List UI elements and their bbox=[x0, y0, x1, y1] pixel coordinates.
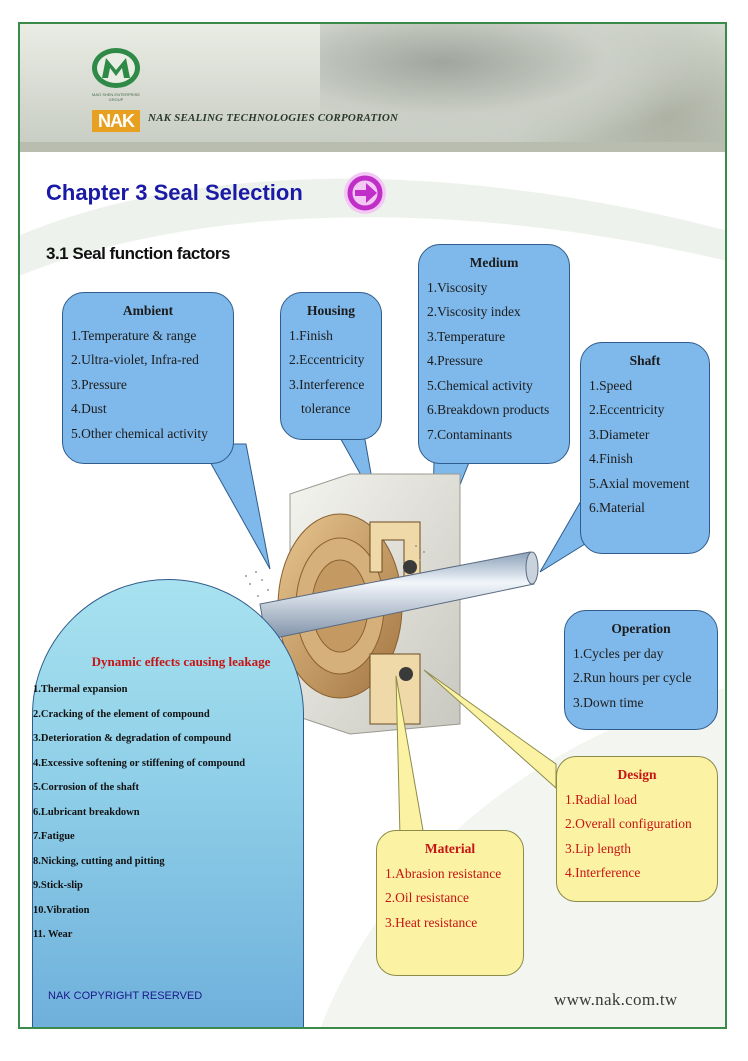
banner-stripe bbox=[20, 142, 725, 152]
operation-title: Operation bbox=[611, 621, 671, 636]
nak-logo: NAK bbox=[92, 110, 140, 132]
housing-title: Housing bbox=[306, 303, 356, 318]
design-title: Design bbox=[617, 767, 657, 782]
list-item: 1.Viscosity bbox=[427, 279, 488, 295]
design-pointer bbox=[423, 669, 557, 790]
list-item: 3.Pressure bbox=[71, 376, 127, 392]
list-item: 6.Breakdown products bbox=[427, 402, 550, 417]
shaft-pointer bbox=[539, 492, 586, 573]
list-item: 1.Radial load bbox=[565, 791, 637, 807]
list-item: 1.Abrasion resistance bbox=[385, 865, 502, 881]
dynamic-effects-title: Dynamic effects causing leakage bbox=[91, 654, 271, 669]
list-item: 9.Stick-slip bbox=[33, 880, 83, 891]
list-item: 5.Chemical activity bbox=[427, 377, 533, 393]
list-item: 2.Ultra-violet, Infra-red bbox=[71, 352, 199, 367]
list-item: 4.Dust bbox=[71, 401, 107, 416]
list-item: 3.Heat resistance bbox=[385, 914, 478, 930]
list-item: 1.Finish bbox=[289, 327, 333, 343]
copyright-notice: NAK COPYRIGHT RESERVED bbox=[48, 990, 203, 1002]
list-item: 11. Wear bbox=[33, 929, 73, 940]
ambient-box: Ambient 1.Temperature & range 2.Ultra-vi… bbox=[62, 292, 234, 464]
medium-box: Medium 1.Viscosity 2.Viscosity index 3.T… bbox=[418, 244, 570, 464]
list-item: 5.Corrosion of the shaft bbox=[33, 782, 139, 793]
design-box: Design 1.Radial load 2.Overall configura… bbox=[556, 756, 718, 902]
list-item: 2.Eccentricity bbox=[289, 352, 365, 367]
list-item: 2.Oil resistance bbox=[385, 890, 469, 905]
list-item: 8.Nicking, cutting and pitting bbox=[33, 855, 165, 867]
list-item: 7.Contaminants bbox=[427, 426, 513, 442]
list-item: 2.Run hours per cycle bbox=[573, 670, 692, 685]
list-item: 7.Fatigue bbox=[33, 831, 75, 842]
list-item: 1.Speed bbox=[589, 377, 633, 393]
shaft-box: Shaft 1.Speed 2.Eccentricity 3.Diameter … bbox=[580, 342, 710, 554]
website-url[interactable]: www.nak.com.tw bbox=[554, 990, 678, 1009]
list-item: 5.Axial movement bbox=[589, 475, 690, 491]
list-item: 1.Temperature & range bbox=[71, 327, 197, 343]
list-item: 6.Lubricant breakdown bbox=[33, 806, 140, 818]
list-item: 2.Overall configuration bbox=[565, 816, 692, 831]
list-item: tolerance bbox=[301, 401, 351, 416]
material-box: Material 1.Abrasion resistance 2.Oil res… bbox=[376, 830, 524, 976]
header-banner: MAO SHEN ENTERPRISE GROUP NAK NAK SEALIN… bbox=[20, 24, 725, 152]
page-frame: MAO SHEN ENTERPRISE GROUP NAK NAK SEALIN… bbox=[18, 22, 727, 1029]
list-item: 4.Interference bbox=[565, 865, 641, 880]
operation-box: Operation 1.Cycles per day 2.Run hours p… bbox=[564, 610, 718, 730]
list-item: 4.Finish bbox=[589, 451, 633, 466]
banner-photo bbox=[320, 24, 725, 152]
list-item: 2.Viscosity index bbox=[427, 304, 521, 319]
list-item: 3.Diameter bbox=[589, 426, 650, 442]
logo-caption: MAO SHEN ENTERPRISE GROUP bbox=[91, 92, 140, 102]
dynamic-effects-panel: Dynamic effects causing leakage 1.Therma… bbox=[32, 579, 304, 1027]
shaft-title: Shaft bbox=[629, 353, 661, 368]
list-item: 1.Thermal expansion bbox=[33, 684, 128, 695]
section-title: 3.1 Seal function factors bbox=[46, 244, 231, 263]
chapter-title: Chapter 3 Seal Selection bbox=[46, 180, 303, 205]
arrow-right-circle-icon[interactable] bbox=[342, 170, 388, 216]
list-item: 1.Cycles per day bbox=[573, 645, 664, 661]
list-item: 3.Temperature bbox=[427, 328, 506, 344]
material-title: Material bbox=[424, 841, 476, 856]
ambient-title: Ambient bbox=[122, 303, 174, 318]
ms-logo-icon bbox=[92, 48, 140, 88]
list-item: 5.Other chemical activity bbox=[71, 425, 208, 441]
list-item: 10.Vibration bbox=[33, 904, 90, 916]
list-item: 4.Pressure bbox=[427, 353, 483, 368]
list-item: 4.Excessive softening or stiffening of c… bbox=[33, 757, 246, 769]
list-item: 2.Eccentricity bbox=[589, 402, 665, 417]
list-item: 3.Down time bbox=[573, 694, 644, 710]
housing-box: Housing 1.Finish 2.Eccentricity 3.Interf… bbox=[280, 292, 382, 440]
seal-illustration bbox=[199, 433, 586, 837]
company-name: NAK SEALING TECHNOLOGIES CORPORATION bbox=[148, 112, 399, 124]
list-item: 2.Cracking of the element of compound bbox=[33, 708, 210, 720]
list-item: 3.Interference bbox=[289, 376, 365, 392]
medium-title: Medium bbox=[469, 255, 519, 270]
list-item: 3.Lip length bbox=[565, 840, 631, 856]
list-item: 6.Material bbox=[589, 500, 645, 515]
list-item: 3.Deterioration & degradation of compoun… bbox=[33, 733, 232, 744]
